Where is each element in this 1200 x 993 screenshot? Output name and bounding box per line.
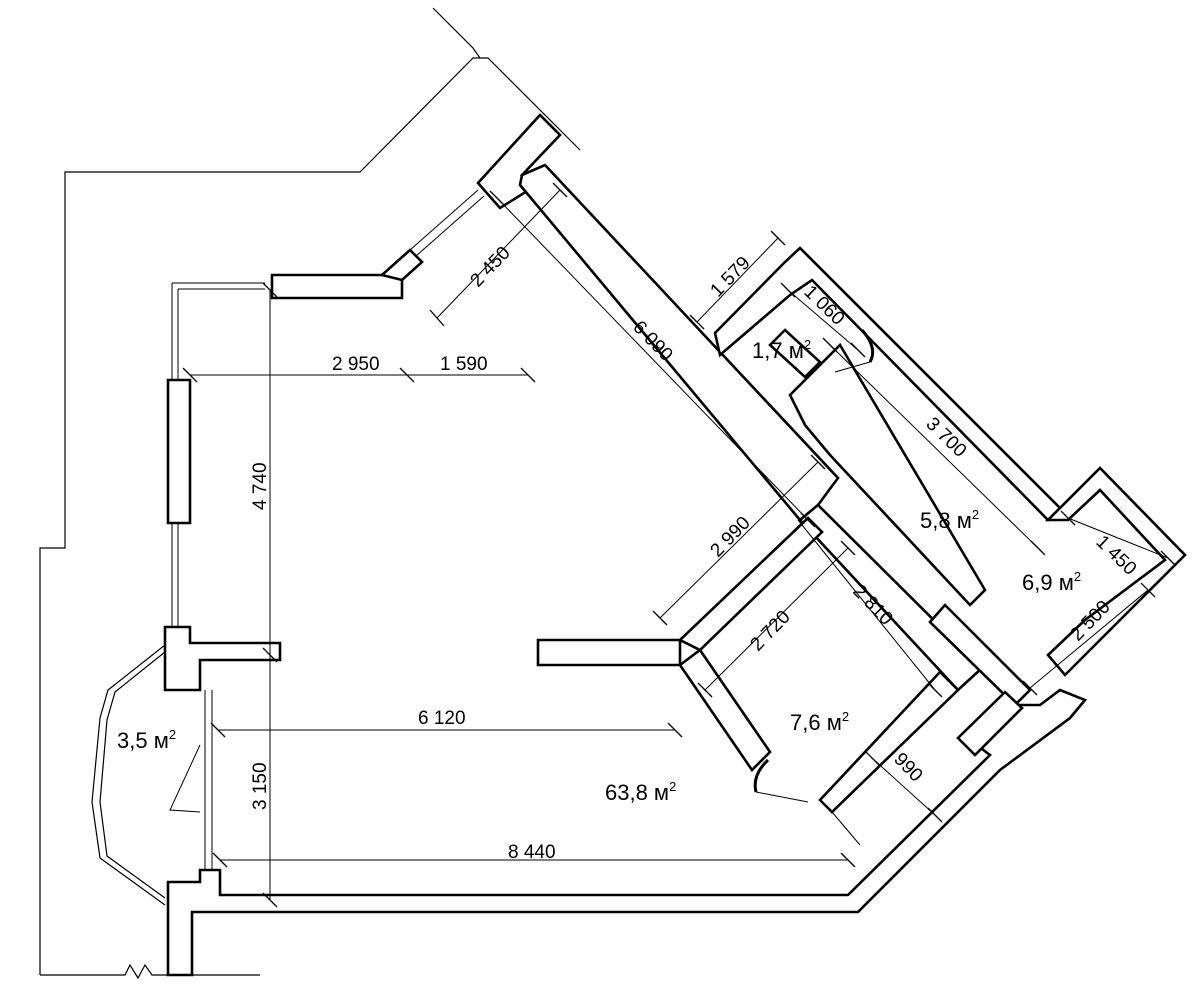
area-63-8: 63,8 м2 [605, 779, 676, 805]
dim-4740: 4 740 [250, 462, 271, 510]
dim-8440: 8 440 [508, 842, 556, 863]
dim-2450: 2 450 [466, 243, 514, 292]
area-5-8: 5,8 м2 [920, 507, 979, 533]
area-6-9: 6,9 м2 [1022, 569, 1081, 595]
dim-2720: 2 720 [746, 607, 794, 656]
dim-2950: 2 950 [332, 354, 380, 375]
dimension-lines [190, 189, 1169, 900]
windows [171, 189, 485, 870]
building-outline [39, 7, 581, 980]
doors [753, 329, 875, 846]
exterior-walls [163, 113, 1187, 977]
balcony [91, 644, 201, 906]
dim-1450: 1 450 [1092, 531, 1141, 579]
dim-6120: 6 120 [418, 708, 466, 729]
dim-1579: 1 579 [706, 253, 754, 302]
dim-990: 990 [889, 749, 926, 786]
door-leaf-7-6 [753, 758, 770, 793]
dimension-ticks [182, 182, 1176, 908]
area-3-5: 3,5 м2 [117, 727, 176, 753]
dim-3150: 3 150 [250, 762, 271, 810]
door-leaf-1-7 [860, 329, 875, 363]
area-7-6: 7,6 м2 [790, 709, 849, 735]
room-area-labels: 1,7 м2 5,8 м2 6,9 м2 7,6 м2 3,5 м2 63,8 … [117, 337, 1081, 805]
dim-1590: 1 590 [440, 354, 488, 375]
interior-walls [536, 328, 1032, 814]
area-1-7: 1,7 м2 [752, 337, 811, 363]
dim-2990: 2 990 [706, 513, 754, 562]
